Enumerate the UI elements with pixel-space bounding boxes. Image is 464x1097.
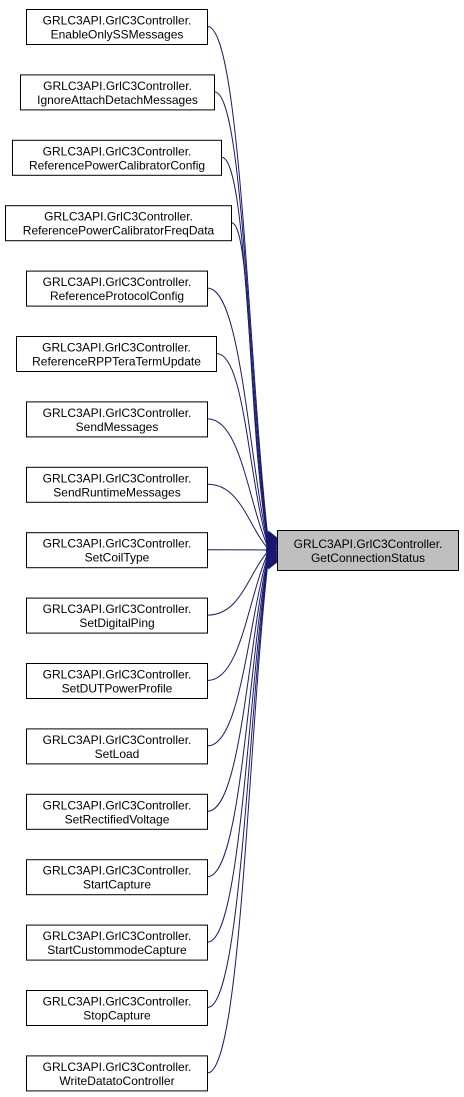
- caller-node-2-method-label: ReferencePowerCalibratorConfig: [29, 158, 205, 172]
- call-edge-6: [207, 418, 269, 548]
- caller-node-12[interactable]: GRLC3API.GrlC3Controller.SetRectifiedVol…: [26, 793, 208, 830]
- caller-node-11-class-label: GRLC3API.GrlC3Controller.: [43, 733, 192, 747]
- call-edge-16: [207, 561, 269, 1074]
- caller-node-4[interactable]: GRLC3API.GrlC3Controller.ReferenceProtoc…: [26, 270, 208, 307]
- caller-node-6-method-label: SendMessages: [76, 420, 159, 434]
- call-edge-0: [207, 26, 269, 539]
- call-edge-15: [207, 560, 269, 1008]
- target-node-get-connection-status-method-label: GetConnectionStatus: [311, 551, 425, 565]
- caller-node-12-class-label: GRLC3API.GrlC3Controller.: [43, 798, 192, 812]
- call-edge-3: [231, 222, 269, 543]
- caller-node-16-class-label: GRLC3API.GrlC3Controller.: [43, 1060, 192, 1074]
- caller-node-7[interactable]: GRLC3API.GrlC3Controller.SendRuntimeMess…: [26, 466, 208, 503]
- edges-layer: [207, 26, 279, 1074]
- call-edge-14: [207, 558, 269, 943]
- caller-node-6-class-label: GRLC3API.GrlC3Controller.: [43, 406, 192, 420]
- caller-node-9-method-label: SetDigitalPing: [79, 616, 154, 630]
- caller-node-11-box[interactable]: [26, 728, 208, 765]
- caller-node-9-class-label: GRLC3API.GrlC3Controller.: [43, 602, 192, 616]
- call-edge-5: [216, 353, 269, 546]
- caller-node-0[interactable]: GRLC3API.GrlC3Controller.EnableOnlySSMes…: [26, 9, 208, 45]
- caller-node-3-class-label: GRLC3API.GrlC3Controller.: [44, 210, 193, 224]
- call-edge-13: [207, 557, 269, 878]
- caller-node-5-class-label: GRLC3API.GrlC3Controller.: [42, 341, 191, 355]
- caller-node-4-class-label: GRLC3API.GrlC3Controller.: [43, 275, 192, 289]
- caller-node-5-method-label: ReferenceRPPTeraTermUpdate: [32, 355, 201, 369]
- caller-node-3-method-label: ReferencePowerCalibratorFreqData: [23, 224, 215, 238]
- caller-node-4-method-label: ReferenceProtocolConfig: [50, 289, 184, 303]
- caller-node-10-method-label: SetDUTPowerProfile: [62, 682, 173, 696]
- caller-node-8-box[interactable]: [26, 532, 208, 569]
- caller-node-8[interactable]: GRLC3API.GrlC3Controller.SetCoilType: [26, 532, 208, 569]
- call-edge-12: [207, 555, 269, 812]
- caller-node-8-class-label: GRLC3API.GrlC3Controller.: [43, 537, 192, 551]
- caller-node-15-class-label: GRLC3API.GrlC3Controller.: [43, 995, 192, 1009]
- caller-node-0-box[interactable]: [26, 9, 208, 45]
- call-edge-4: [207, 287, 269, 545]
- caller-node-16-box[interactable]: [26, 1055, 208, 1092]
- caller-node-14[interactable]: GRLC3API.GrlC3Controller.StartCustommode…: [26, 924, 208, 961]
- caller-node-10-box[interactable]: [26, 663, 208, 699]
- target-node-get-connection-status-box[interactable]: [277, 530, 459, 571]
- caller-node-5-box[interactable]: [16, 336, 217, 372]
- target-node-get-connection-status-class-label: GRLC3API.GrlC3Controller.: [294, 537, 443, 551]
- caller-node-1-method-label: IgnoreAttachDetachMessages: [37, 93, 198, 107]
- caller-node-13[interactable]: GRLC3API.GrlC3Controller.StartCapture: [26, 859, 208, 896]
- caller-node-13-box[interactable]: [26, 859, 208, 896]
- nodes-layer: GRLC3API.GrlC3Controller.EnableOnlySSMes…: [5, 9, 459, 1092]
- caller-node-3-box[interactable]: [5, 205, 232, 242]
- call-edge-10: [207, 552, 269, 681]
- caller-node-9-box[interactable]: [26, 597, 208, 634]
- caller-node-14-method-label: StartCustommodeCapture: [47, 943, 187, 957]
- caller-node-4-box[interactable]: [26, 270, 208, 307]
- target-node-get-connection-status[interactable]: GRLC3API.GrlC3Controller.GetConnectionSt…: [277, 530, 459, 571]
- caller-node-2-class-label: GRLC3API.GrlC3Controller.: [43, 144, 192, 158]
- caller-node-1-box[interactable]: [20, 74, 215, 111]
- caller-node-10-class-label: GRLC3API.GrlC3Controller.: [43, 668, 192, 682]
- caller-node-2[interactable]: GRLC3API.GrlC3Controller.ReferencePowerC…: [12, 139, 222, 176]
- caller-node-12-box[interactable]: [26, 793, 208, 830]
- caller-node-16[interactable]: GRLC3API.GrlC3Controller.WriteDatatoCont…: [26, 1055, 208, 1092]
- caller-node-14-box[interactable]: [26, 924, 208, 961]
- caller-node-9[interactable]: GRLC3API.GrlC3Controller.SetDigitalPing: [26, 597, 208, 634]
- caller-node-1[interactable]: GRLC3API.GrlC3Controller.IgnoreAttachDet…: [20, 74, 215, 111]
- call-edge-9: [207, 551, 269, 616]
- caller-node-6-box[interactable]: [26, 401, 208, 438]
- caller-node-13-method-label: StartCapture: [83, 878, 151, 892]
- caller-node-5[interactable]: GRLC3API.GrlC3Controller.ReferenceRPPTer…: [16, 336, 217, 372]
- arrowhead-16: [265, 561, 279, 570]
- caller-node-7-class-label: GRLC3API.GrlC3Controller.: [43, 471, 192, 485]
- caller-node-8-method-label: SetCoilType: [85, 551, 150, 565]
- caller-node-16-method-label: WriteDatatoController: [59, 1074, 174, 1088]
- caller-node-14-class-label: GRLC3API.GrlC3Controller.: [43, 929, 192, 943]
- caller-node-12-method-label: SetRectifiedVoltage: [65, 812, 170, 826]
- caller-node-1-class-label: GRLC3API.GrlC3Controller.: [43, 79, 192, 93]
- call-edge-11: [207, 554, 269, 747]
- caller-node-6[interactable]: GRLC3API.GrlC3Controller.SendMessages: [26, 401, 208, 438]
- caller-node-2-box[interactable]: [12, 139, 222, 176]
- caller-node-7-box[interactable]: [26, 466, 208, 503]
- caller-node-15-box[interactable]: [26, 990, 208, 1026]
- caller-node-11[interactable]: GRLC3API.GrlC3Controller.SetLoad: [26, 728, 208, 765]
- caller-node-13-class-label: GRLC3API.GrlC3Controller.: [43, 864, 192, 878]
- caller-node-0-class-label: GRLC3API.GrlC3Controller.: [43, 14, 192, 28]
- caller-node-0-method-label: EnableOnlySSMessages: [51, 28, 184, 42]
- call-edge-1: [214, 91, 269, 540]
- caller-node-15-method-label: StopCapture: [83, 1009, 151, 1023]
- call-edge-7: [207, 483, 269, 549]
- caller-node-10[interactable]: GRLC3API.GrlC3Controller.SetDUTPowerProf…: [26, 663, 208, 699]
- caller-node-3[interactable]: GRLC3API.GrlC3Controller.ReferencePowerC…: [5, 205, 232, 242]
- caller-node-7-method-label: SendRuntimeMessages: [53, 485, 180, 499]
- caller-node-15[interactable]: GRLC3API.GrlC3Controller.StopCapture: [26, 990, 208, 1026]
- caller-node-11-method-label: SetLoad: [95, 747, 140, 761]
